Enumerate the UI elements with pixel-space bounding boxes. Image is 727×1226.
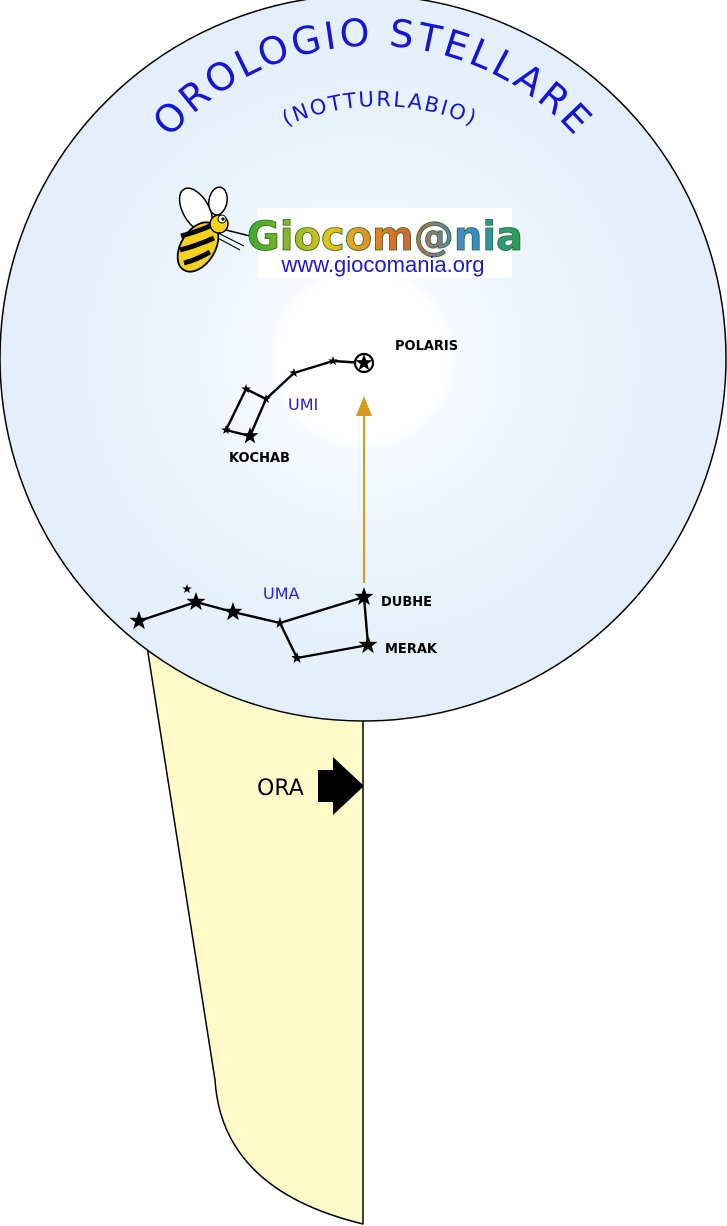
hour-label: ORA <box>257 776 304 801</box>
hour-pointer: ORA <box>257 757 364 815</box>
umi-label: UMI <box>288 395 318 414</box>
polaris-label: POLARIS <box>395 339 458 354</box>
merak-label: MERAK <box>385 642 438 657</box>
logo-url[interactable]: www.giocomania.org <box>281 252 485 277</box>
polaris-star[interactable] <box>353 352 375 374</box>
handle[interactable] <box>145 639 364 1225</box>
dubhe-label: DUBHE <box>381 595 432 610</box>
bee-icon <box>176 186 251 273</box>
pointer-arrow <box>356 396 372 583</box>
logo[interactable]: Giocom@nia www.giocomania.org <box>169 183 523 279</box>
stars <box>129 352 378 663</box>
uma-label: UMA <box>263 584 300 603</box>
logo-brand: Giocom@nia <box>247 214 523 260</box>
hour-arrow-icon <box>318 757 364 815</box>
uma-lines <box>138 595 370 660</box>
kochab-label: KOCHAB <box>229 451 290 466</box>
